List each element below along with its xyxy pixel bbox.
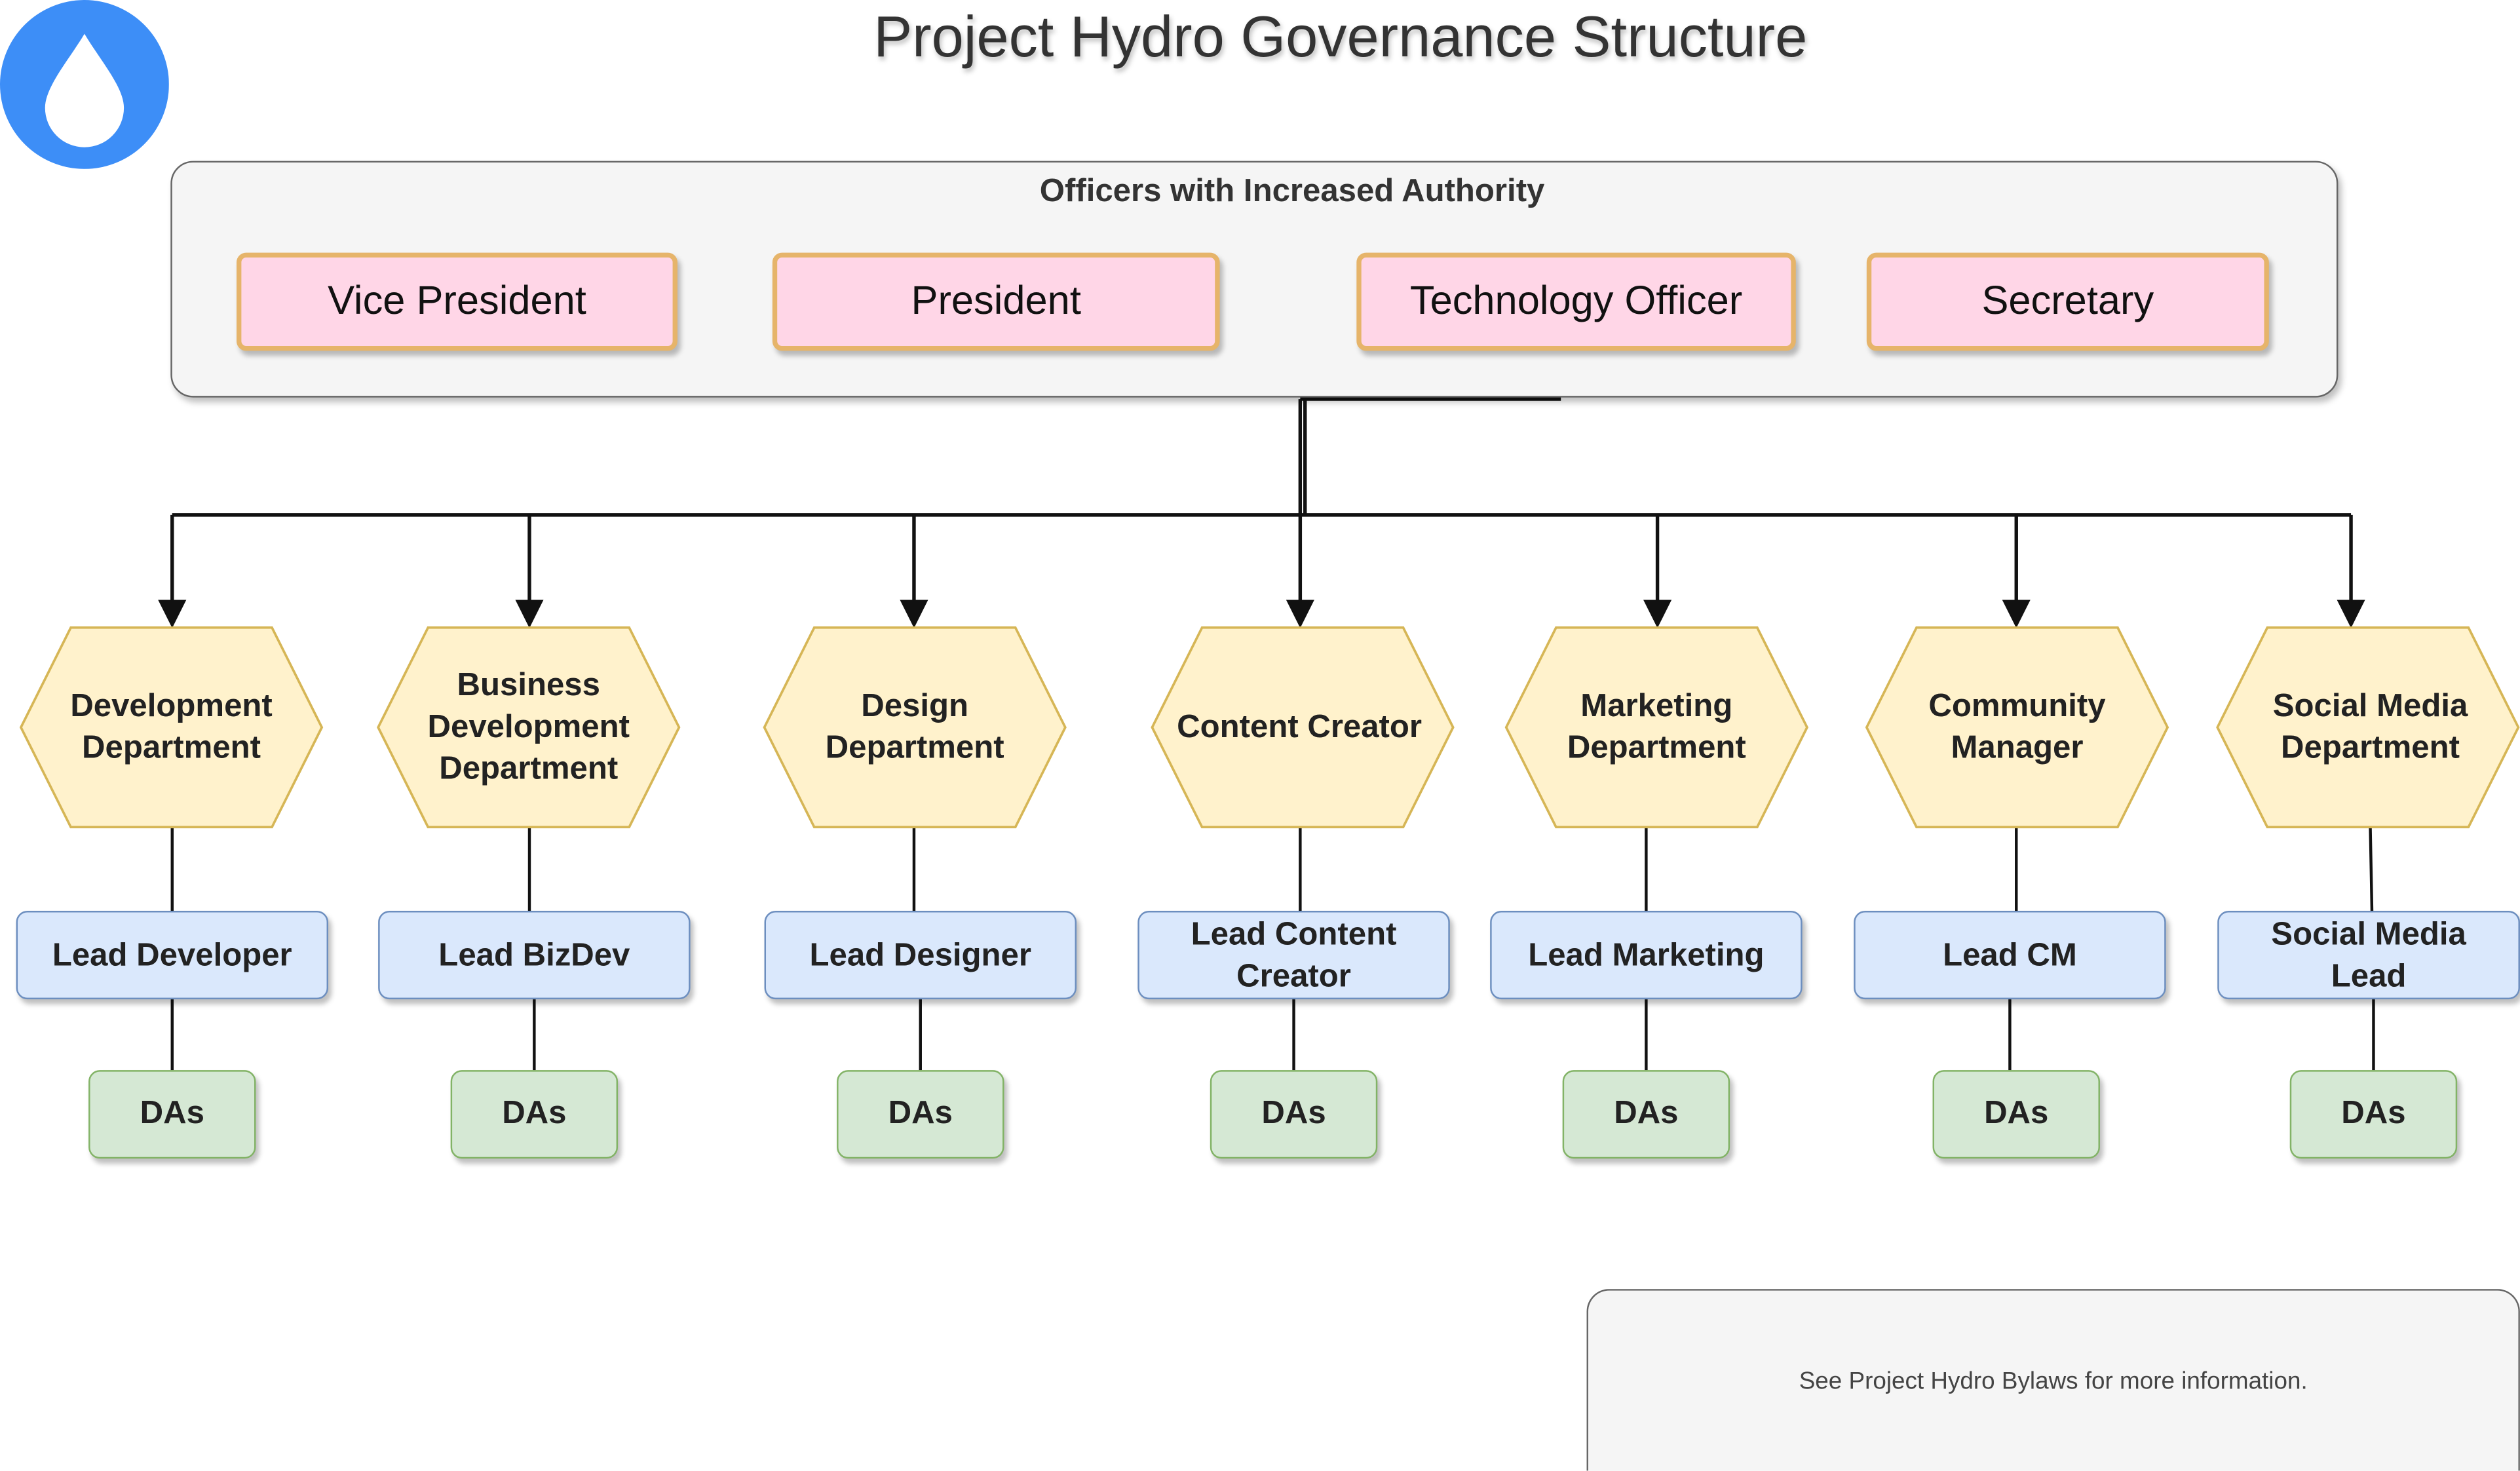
link-community-lead <box>2008 827 2018 1071</box>
officer-vice-president: Vice President <box>237 252 678 351</box>
officer-secretary: Secretary <box>1866 252 2269 351</box>
department-social-media: Social Media Department <box>2272 689 2468 767</box>
lead-cm: Lead CM <box>1854 911 2166 1000</box>
link-social-media-lead <box>2369 827 2375 1071</box>
das-social-media: DAs <box>2289 1070 2458 1159</box>
officers-panel-heading: Officers with Increased Authority <box>1039 174 1545 210</box>
lead-content-creator: Lead Content Creator <box>1137 911 1450 1000</box>
das-design: DAs <box>837 1070 1004 1159</box>
lead-marketing: Lead Marketing <box>1490 911 1803 1000</box>
das-development: DAs <box>88 1070 256 1159</box>
das-business-development: DAs <box>450 1070 619 1159</box>
link-design-lead <box>912 827 922 1071</box>
das-community-manager: DAs <box>1932 1070 2100 1159</box>
das-marketing: DAs <box>1562 1070 1730 1159</box>
das-content-creator: DAs <box>1210 1070 1378 1159</box>
hexagon-design-department <box>763 626 1067 829</box>
lead-developer: Lead Developer <box>16 911 329 1000</box>
department-design: Design Department <box>825 689 1004 767</box>
department-development: Development Department <box>70 689 273 767</box>
department-business-development: Business Development Department <box>427 668 630 787</box>
officer-president: President <box>772 252 1220 351</box>
lead-social-media: Social Media Lead <box>2217 911 2520 1000</box>
hexagon-community-manager <box>1865 626 2169 829</box>
trunk-connector <box>1298 397 1561 515</box>
department-content-creator: Content Creator <box>1177 710 1422 746</box>
bylaws-note: See Project Hydro Bylaws for more inform… <box>1586 1289 2520 1471</box>
lead-bizdev: Lead BizDev <box>378 911 691 1000</box>
department-marketing: Marketing Department <box>1567 689 1746 767</box>
link-content-lead <box>1292 827 1302 1071</box>
lead-designer: Lead Designer <box>764 911 1077 1000</box>
link-bizdev-lead <box>527 827 536 1071</box>
hexagon-social-media-department <box>2216 626 2520 829</box>
water-drop-icon <box>0 0 169 169</box>
hexagon-marketing-department <box>1504 626 1809 829</box>
officer-technology-officer: Technology Officer <box>1356 252 1796 351</box>
hexagon-content-creator <box>1151 626 1455 829</box>
hexagon-business-development-department <box>377 626 681 829</box>
department-community-manager: Community Manager <box>1928 689 2106 767</box>
diagram-title: Project Hydro Governance Structure <box>873 3 1808 69</box>
hexagon-development-department <box>19 626 324 829</box>
